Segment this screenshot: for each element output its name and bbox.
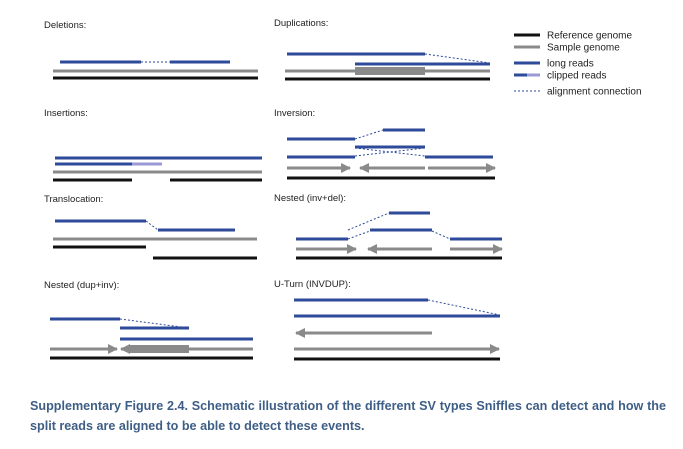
legend-sample-label: Sample genome: [547, 43, 620, 54]
alignment-connection: [427, 299, 501, 316]
panel-label-translocation: Translocation:: [44, 194, 103, 205]
panel-label-nested-dup-inv: Nested (dup+inv):: [44, 280, 119, 291]
panel-insertions: [53, 156, 262, 182]
panel-label-u-turn: U-Turn (INVDUP):: [274, 279, 351, 290]
panel-nested-dup-inv: [50, 317, 253, 360]
panel-deletions: [53, 60, 258, 80]
legend-reference-label: Reference genome: [547, 31, 632, 42]
legend-connection-label: alignment connection: [547, 87, 642, 98]
panel-nested-inv-del: [296, 211, 503, 260]
panel-label-deletions: Deletions:: [44, 20, 86, 31]
alignment-connection-cross-1: [354, 147, 426, 157]
alignment-connection: [424, 53, 491, 64]
panel-duplications: [285, 52, 491, 81]
alignment-connection: [145, 220, 159, 231]
panel-inversion: [287, 128, 496, 180]
alignment-connection: [354, 129, 384, 140]
panel-label-inversion: Inversion:: [274, 108, 315, 119]
alignment-connection-1: [347, 212, 390, 231]
figure-caption: Supplementary Figure 2.4. Schematic illu…: [30, 399, 666, 433]
panel-translocation: [53, 219, 257, 260]
legend-clipped-label: clipped reads: [547, 71, 606, 82]
panel-label-duplications: Duplications:: [274, 18, 328, 29]
panel-label-insertions: Insertions:: [44, 108, 88, 119]
alignment-connection-cross-2: [354, 147, 426, 157]
panel-label-nested-inv-del: Nested (inv+del):: [274, 193, 346, 204]
panel-u-turn: [294, 298, 501, 361]
alignment-connection-3: [431, 230, 451, 240]
alignment-connection-2: [347, 230, 371, 240]
legend-long-reads-label: long reads: [547, 59, 594, 70]
legend: Reference genome Sample genome long read…: [514, 31, 642, 98]
